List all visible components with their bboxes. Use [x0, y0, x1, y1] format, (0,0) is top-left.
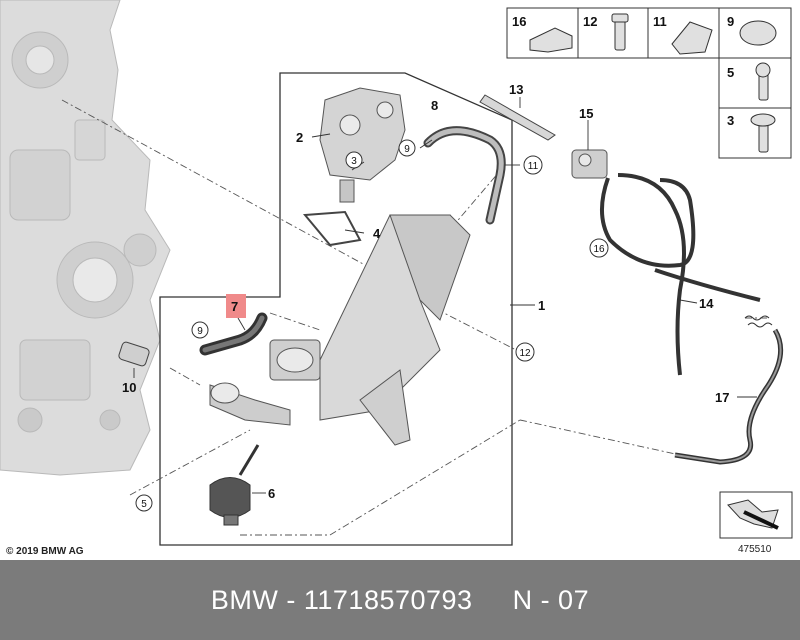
legend-label-12: 12	[583, 14, 597, 29]
sensor-15-illustration	[571, 149, 608, 179]
parts-diagram: 2 4 1 8 13 15 14 17 10 6 7 3 9 11 12 9 5…	[0, 0, 793, 557]
label-15: 15	[579, 106, 593, 121]
label-11-circle: 11	[528, 161, 539, 172]
label-9b-circle: 9	[197, 326, 203, 337]
legend-label-11: 11	[653, 14, 667, 29]
label-4: 4	[373, 226, 381, 241]
valve-2-illustration	[319, 87, 406, 203]
sleeve-10-illustration	[118, 341, 150, 367]
orientation-arrow-box	[719, 491, 793, 539]
legend-icons	[529, 13, 777, 153]
screw-3-icon	[758, 121, 769, 153]
clip-11-icon	[671, 21, 713, 55]
legend-label-16: 16	[512, 14, 526, 29]
part-labels: 2 4 1 8 13 15 14 17 10 6 7	[122, 82, 729, 501]
diagram-reference-number: 475510	[738, 544, 772, 555]
label-leaders	[133, 97, 757, 494]
clamp-9-icon	[739, 20, 777, 46]
label-12-circle: 12	[519, 348, 531, 359]
pipe-8-illustration	[423, 126, 506, 225]
egr-cooler-illustration	[209, 214, 471, 446]
actuator-6-illustration	[209, 444, 260, 526]
label-2: 2	[296, 130, 303, 145]
label-10: 10	[122, 380, 136, 395]
legend-numbers: 16 12 11 9 5 3	[512, 14, 734, 128]
legend-label-9: 9	[727, 14, 734, 29]
part-number-footer: BMW - 11718570793 N - 07	[0, 560, 800, 640]
assembly-outline	[159, 72, 513, 546]
clip-16-icon	[529, 27, 573, 53]
engine-block-illustration	[0, 0, 171, 476]
label-13: 13	[509, 82, 523, 97]
part-number-text: BMW - 11718570793 N - 07	[210, 584, 590, 615]
label-8: 8	[431, 98, 438, 113]
label-17: 17	[715, 390, 729, 405]
circled-label-text: 3 9 11 12 9 5 16	[141, 144, 605, 510]
leader-lines	[61, 99, 770, 536]
label-9-circle: 9	[404, 144, 410, 155]
highlight-box-7	[226, 294, 246, 318]
hose-14-illustration	[617, 173, 686, 376]
circled-labels	[135, 139, 609, 512]
legend-label-3: 3	[727, 113, 734, 128]
hose-16-illustration	[599, 177, 696, 268]
legend-label-5: 5	[727, 65, 734, 80]
bracket-13-illustration	[479, 94, 556, 141]
label-3-circle: 3	[351, 156, 357, 167]
label-1: 1	[538, 298, 545, 313]
label-6: 6	[268, 486, 275, 501]
label-7: 7	[231, 299, 238, 314]
label-16-circle: 16	[593, 244, 605, 255]
screw-12-icon	[614, 19, 626, 51]
copyright-text: © 2019 BMW AG	[6, 546, 84, 557]
label-5-circle: 5	[141, 499, 147, 510]
label-14: 14	[699, 296, 714, 311]
gasket-4-illustration	[302, 210, 362, 247]
